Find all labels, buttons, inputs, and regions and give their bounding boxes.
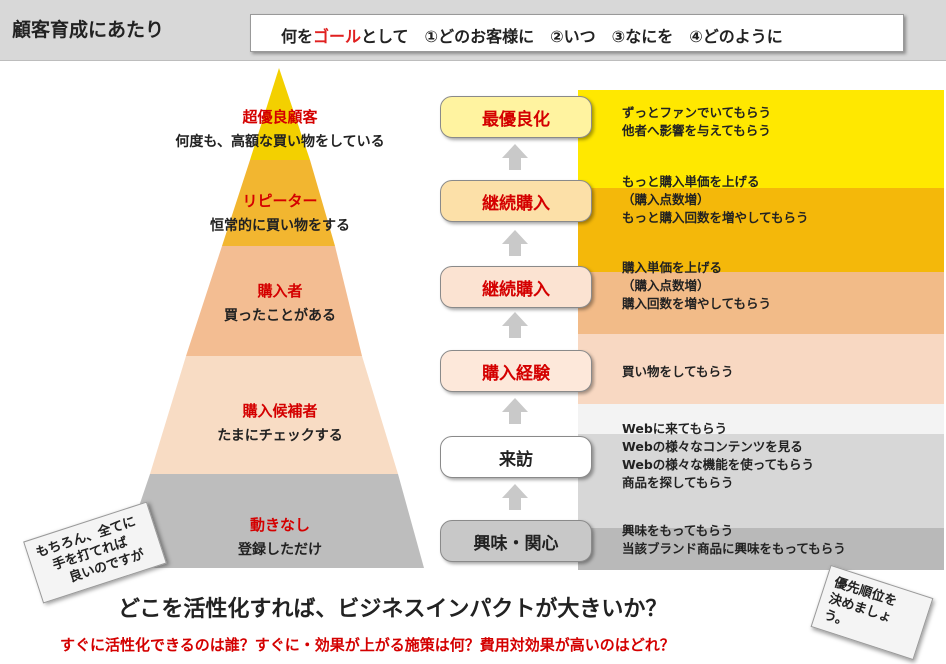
desc-line: もっと購入単価を上げる: [622, 174, 760, 189]
pyramid-label-3: 購入者 買ったことがある: [150, 280, 410, 325]
pyramid-label-1: 超優良顧客 何度も、高額な買い物をしている: [150, 106, 410, 151]
stage-desc-1: ずっとファンでいてもらう 他者へ影響を与えてもらう: [622, 104, 771, 140]
band-6: [578, 434, 944, 528]
pyramid-title-5: 動きなし: [249, 516, 310, 534]
main-question: どこを活性化すれば、ビジネスインパクトが大きいか？: [118, 597, 668, 622]
stage-pill-1: 最優良化: [440, 96, 592, 138]
desc-line: 商品を探してもらう: [622, 475, 734, 490]
pyramid-tier-1: [250, 68, 310, 160]
up-arrow-icon: [502, 484, 528, 510]
up-arrow-icon: [502, 398, 528, 424]
pyramid-label-2: リピーター 恒常的に買い物をする: [150, 190, 410, 235]
pyramid-tier-4: [150, 356, 398, 474]
band-5: [578, 404, 944, 434]
goal-suffix: として ①どのお客様に ②いつ ③なにを ④どのように: [361, 27, 783, 46]
desc-line: Webの様々なコンテンツを見る: [622, 439, 803, 454]
desc-line: 購入単価を上げる: [622, 260, 723, 275]
stage-pill-4: 購入経験: [440, 350, 592, 392]
pyramid-tier-3: [186, 246, 362, 356]
stage-pill-5: 来訪: [440, 436, 592, 478]
pyramid-title-1: 超優良顧客: [242, 108, 318, 126]
band-4: [578, 334, 944, 404]
pyramid-title-3: 購入者: [257, 282, 303, 300]
band-2: [578, 188, 944, 272]
sub-question: すぐに活性化できるのは誰？すぐに・効果が上がる施策は何？費用対効果が高いのはどれ…: [60, 636, 675, 654]
pyramid-tier-5: [118, 474, 424, 568]
band-1: [578, 90, 944, 188]
band-7: [578, 528, 944, 570]
goal-text: 何をゴールとして ①どのお客様に ②いつ ③なにを ④どのように: [281, 23, 783, 47]
desc-line: ずっとファンでいてもらう: [622, 105, 772, 120]
desc-line: 買い物をしてもらう: [622, 364, 734, 379]
pyramid-subtitle-1: 何度も、高額な買い物をしている: [175, 134, 385, 150]
pyramid-label-4: 購入候補者 たまにチェックする: [150, 400, 410, 445]
pyramid-subtitle-2: 恒常的に買い物をする: [210, 218, 350, 234]
pyramid-title-4: 購入候補者: [242, 402, 318, 420]
goal-prefix: 何を: [281, 27, 314, 46]
stage-pill-6: 興味・関心: [440, 520, 592, 562]
pyramid-subtitle-3: 買ったことがある: [224, 308, 336, 324]
stage-desc-6: 興味をもってもらう 当該ブランド商品に興味をもってもらう: [622, 522, 846, 558]
pyramid-tier-2: [222, 160, 335, 246]
stage-desc-2: もっと購入単価を上げる （購入点数増） もっと購入回数を増やしてもらう: [622, 173, 809, 227]
page-title: 顧客育成にあたり: [12, 19, 165, 41]
up-arrow-icon: [502, 144, 528, 170]
desc-line: 興味をもってもらう: [622, 523, 734, 538]
desc-line: 当該ブランド商品に興味をもってもらう: [622, 541, 846, 556]
pyramid-label-5: 動きなし 登録しただけ: [150, 514, 410, 559]
desc-line: 他者へ影響を与えてもらう: [622, 123, 771, 138]
desc-line: Webの様々な機能を使ってもらう: [622, 457, 815, 472]
stage-pill-2: 継続購入: [440, 180, 592, 222]
up-arrow-icon: [502, 312, 528, 338]
stage-desc-4: 買い物をしてもらう: [622, 363, 734, 381]
desc-line: 購入回数を増やしてもらう: [622, 296, 772, 311]
band-3: [578, 272, 944, 334]
stage-desc-5: Webに来てもらう Webの様々なコンテンツを見る Webの様々な機能を使っても…: [622, 420, 814, 492]
desc-line: Webに来てもらう: [622, 421, 728, 436]
stage-desc-3: 購入単価を上げる （購入点数増） 購入回数を増やしてもらう: [622, 259, 771, 313]
desc-line: もっと購入回数を増やしてもらう: [622, 210, 809, 225]
goal-highlight: ゴール: [313, 27, 362, 46]
up-arrow-icon: [502, 230, 528, 256]
pyramid-subtitle-5: 登録しただけ: [238, 542, 322, 558]
pyramid-subtitle-4: たまにチェックする: [217, 428, 343, 444]
stage-pill-3: 継続購入: [440, 266, 592, 308]
goal-box: 何をゴールとして ①どのお客様に ②いつ ③なにを ④どのように: [250, 14, 904, 52]
desc-line: （購入点数増）: [622, 278, 710, 293]
pyramid-title-2: リピーター: [242, 192, 318, 210]
desc-line: （購入点数増）: [622, 192, 710, 207]
